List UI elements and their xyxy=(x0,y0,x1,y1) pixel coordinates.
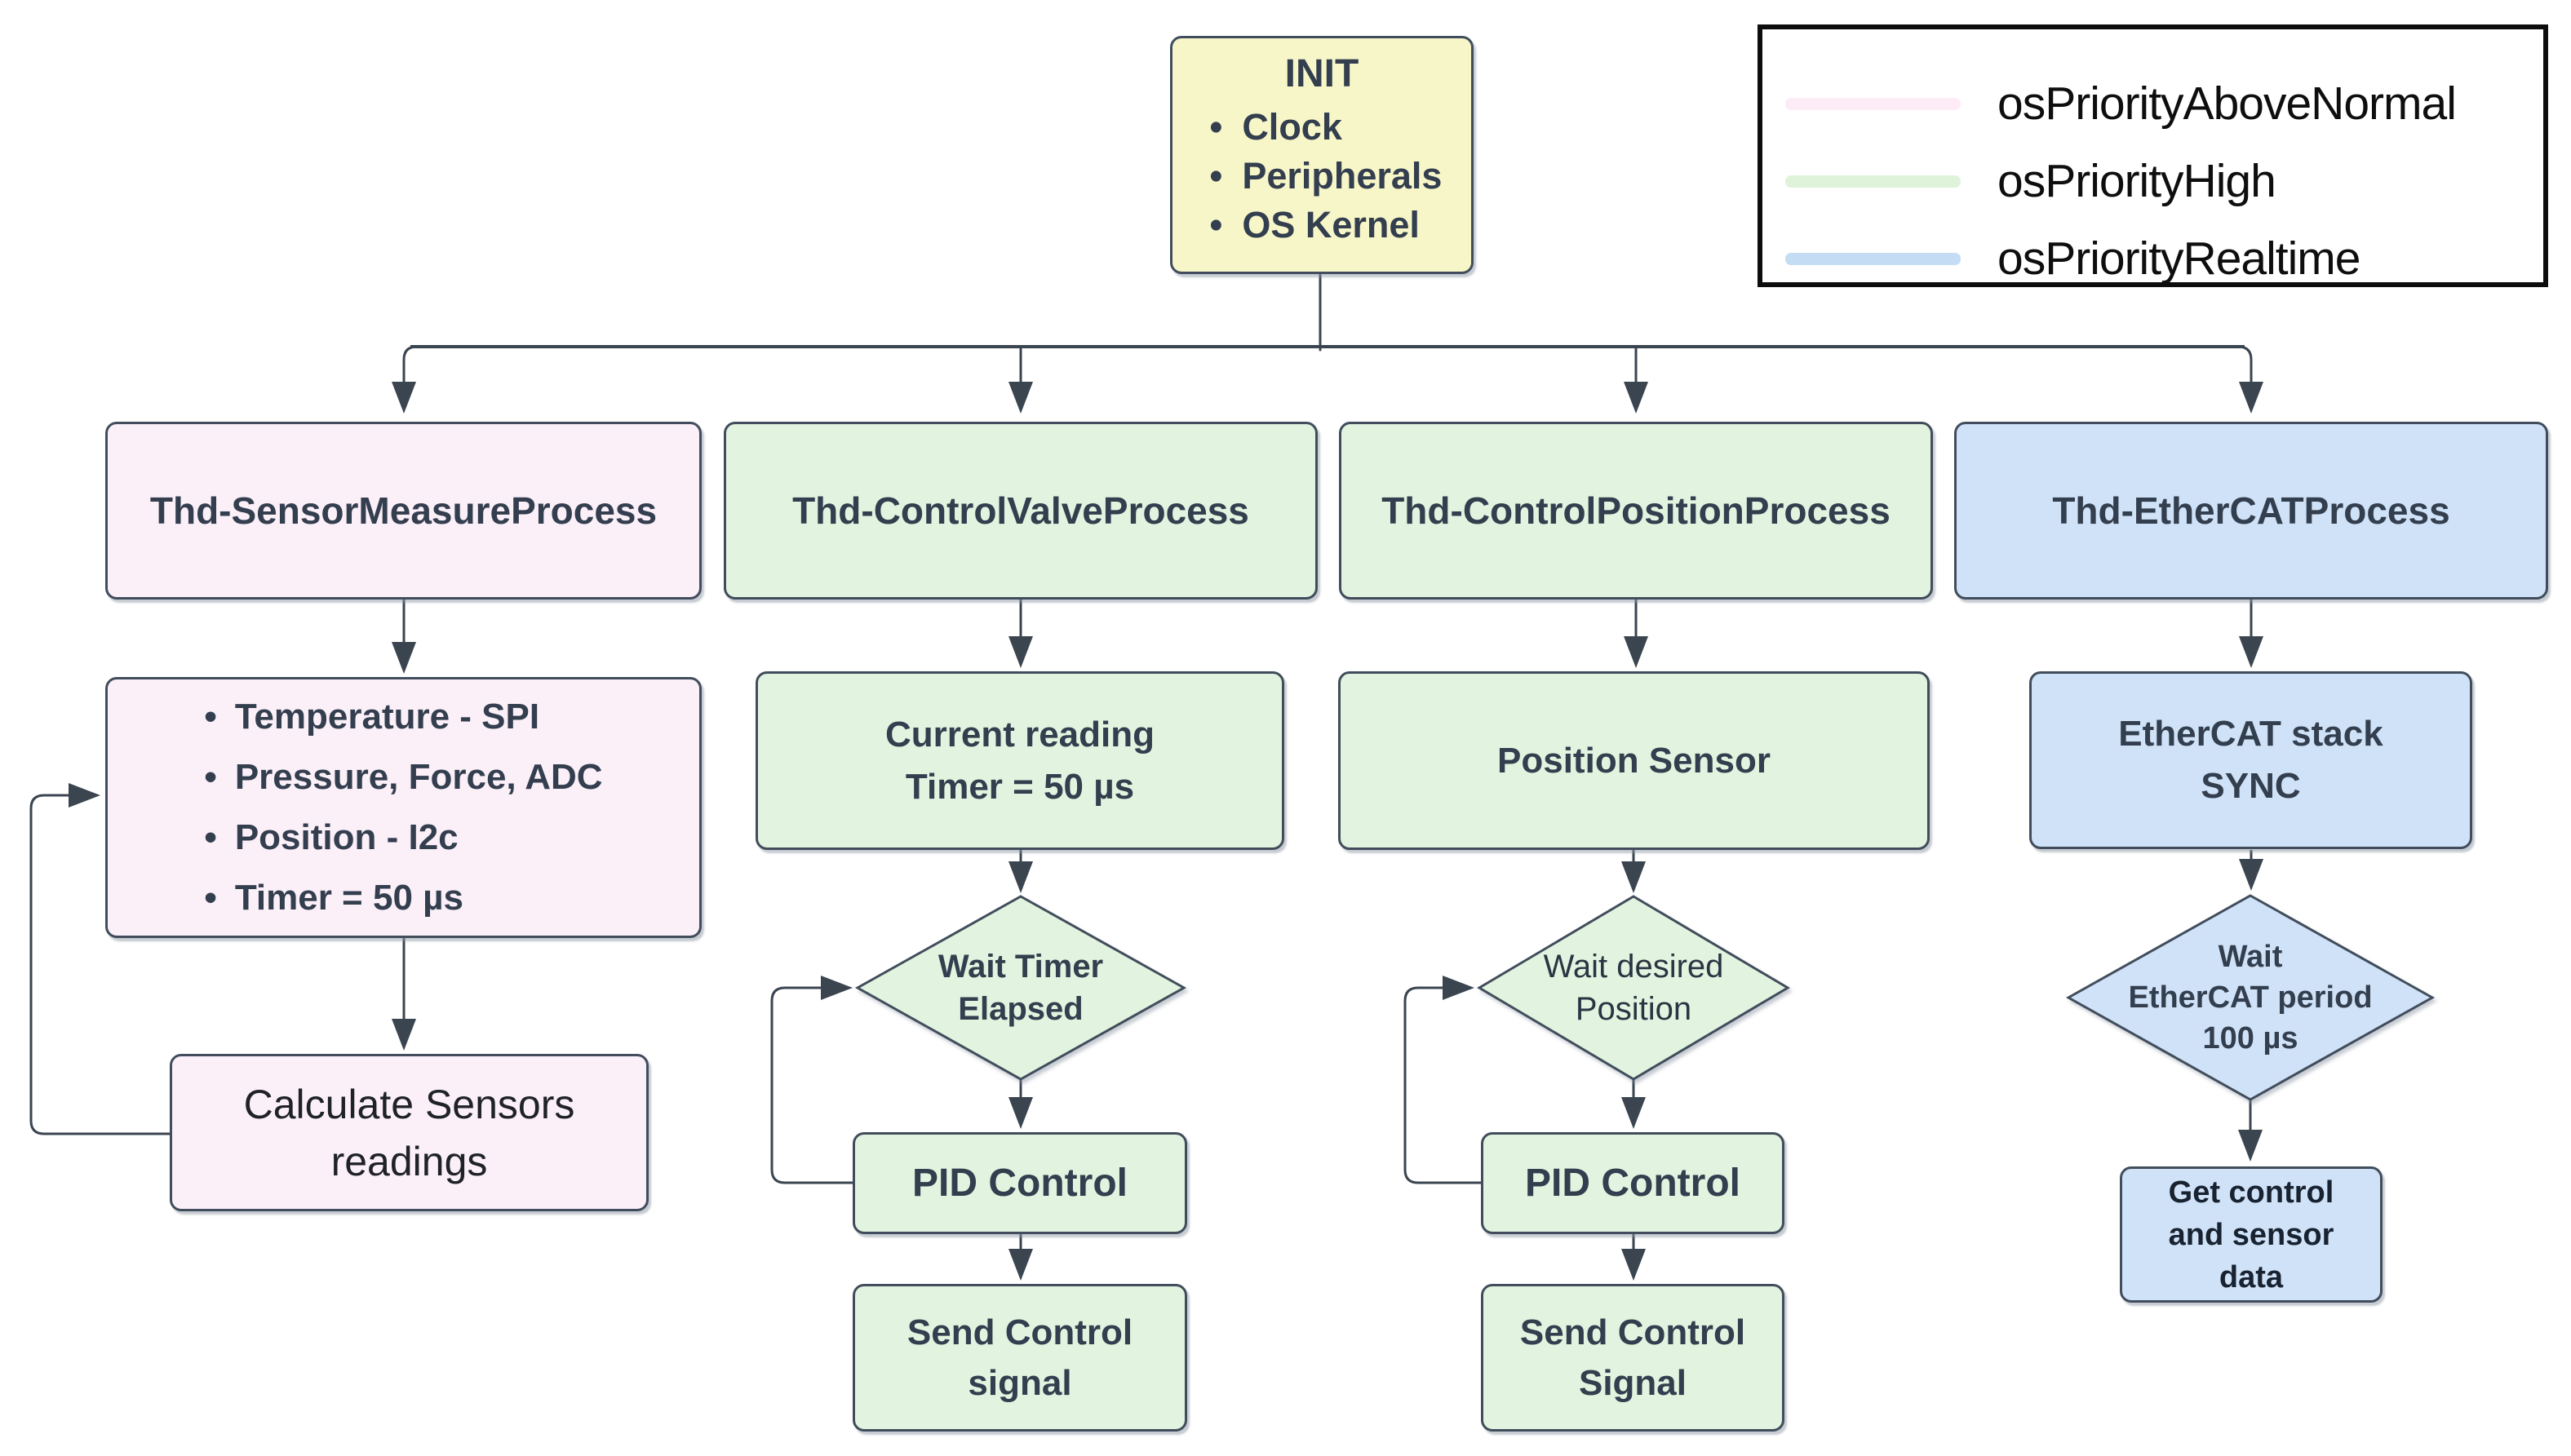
init-bullet: Peripherals xyxy=(1210,152,1442,201)
send-control-label: Send Control Signal xyxy=(1519,1312,1746,1403)
connector-col1-loop xyxy=(29,783,170,1135)
legend-row: osPriorityRealtime xyxy=(1785,232,2360,285)
sensor-task-list: Temperature - SPI Pressure, Force, ADC P… xyxy=(204,687,603,928)
thread-label: Thd-EtherCATProcess xyxy=(2052,489,2450,532)
sensor-task: Position - I2c xyxy=(204,808,602,868)
wait-timer-diamond: Wait Timer Elapsed xyxy=(858,896,1184,1079)
legend-row: osPriorityAboveNormal xyxy=(1785,77,2457,130)
sensor-task: Pressure, Force, ADC xyxy=(204,747,603,808)
thread-node-control-position: Thd-ControlPositionProcess xyxy=(1339,422,1933,600)
connector-branch-col4 xyxy=(2237,345,2263,414)
thread-label: Thd-ControlValveProcess xyxy=(792,489,1249,532)
sensor-task: Temperature - SPI xyxy=(204,687,602,747)
position-sensor-node: Position Sensor xyxy=(1338,671,1930,850)
connector-branch-col1 xyxy=(392,345,418,414)
thread-node-control-valve: Thd-ControlValveProcess xyxy=(724,422,1318,600)
diamond-shape xyxy=(1479,896,1788,1079)
pid-control-label: PID Control xyxy=(912,1162,1128,1205)
ethercat-sync-node: EtherCAT stack SYNC xyxy=(2029,671,2472,849)
calculate-sensors-label: Calculate Sensors readings xyxy=(243,1081,575,1184)
get-control-data-node: Get control and sensor data xyxy=(2120,1166,2383,1303)
pid-control-label: PID Control xyxy=(1525,1162,1740,1205)
sensor-task: Timer = 50 µs xyxy=(204,868,602,928)
wait-ethercat-label: Wait EtherCAT period 100 µs xyxy=(2128,940,2373,1055)
diamond-shape xyxy=(2068,896,2432,1100)
wait-timer-label: Wait Timer Elapsed xyxy=(938,949,1104,1027)
connector-col2-loop xyxy=(770,976,853,1184)
legend: osPriorityAboveNormal osPriorityHigh osP… xyxy=(1758,24,2548,287)
send-control-label: Send Control signal xyxy=(906,1312,1133,1403)
init-bullet: OS Kernel xyxy=(1210,201,1443,250)
current-reading-node: Current reading Timer = 50 µs xyxy=(756,671,1284,850)
legend-swatch-realtime xyxy=(1785,252,1961,265)
pid-control-node-position: PID Control xyxy=(1481,1132,1784,1234)
current-reading-label: Current reading Timer = 50 µs xyxy=(884,714,1155,807)
legend-swatch-above-normal xyxy=(1785,97,1961,110)
init-title: INIT xyxy=(1284,52,1359,95)
get-control-data-label: Get control and sensor data xyxy=(2168,1175,2334,1294)
wait-position-diamond: Wait desired Position xyxy=(1479,896,1788,1079)
thread-node-ethercat: Thd-EtherCATProcess xyxy=(1954,422,2548,600)
legend-row: osPriorityHigh xyxy=(1785,155,2276,207)
diamond-shape xyxy=(858,896,1184,1079)
legend-label: osPriorityAboveNormal xyxy=(1997,77,2457,130)
thread-label: Thd-SensorMeasureProcess xyxy=(149,489,658,532)
connector-col3-loop xyxy=(1403,976,1481,1184)
send-control-node-position: Send Control Signal xyxy=(1481,1284,1784,1432)
thread-node-sensor-measure: Thd-SensorMeasureProcess xyxy=(105,422,702,600)
pid-control-node-valve: PID Control xyxy=(853,1132,1187,1234)
legend-swatch-high xyxy=(1785,175,1961,188)
init-bullet: Clock xyxy=(1210,103,1443,152)
thread-label: Thd-ControlPositionProcess xyxy=(1381,489,1891,532)
wait-position-label: Wait desired Position xyxy=(1543,949,1724,1027)
init-node: INIT Clock Peripherals OS Kernel xyxy=(1170,36,1474,274)
wait-ethercat-diamond: Wait EtherCAT period 100 µs xyxy=(2068,896,2432,1100)
ethercat-sync-label: EtherCAT stack SYNC xyxy=(2118,714,2383,806)
legend-label: osPriorityRealtime xyxy=(1997,232,2360,285)
legend-label: osPriorityHigh xyxy=(1997,155,2276,207)
init-bullet-list: Clock Peripherals OS Kernel xyxy=(1202,103,1443,250)
send-control-node-valve: Send Control signal xyxy=(853,1284,1187,1432)
position-sensor-label: Position Sensor xyxy=(1497,740,1771,781)
sensor-tasks-node: Temperature - SPI Pressure, Force, ADC P… xyxy=(105,677,702,938)
calculate-sensors-node: Calculate Sensors readings xyxy=(170,1054,649,1211)
